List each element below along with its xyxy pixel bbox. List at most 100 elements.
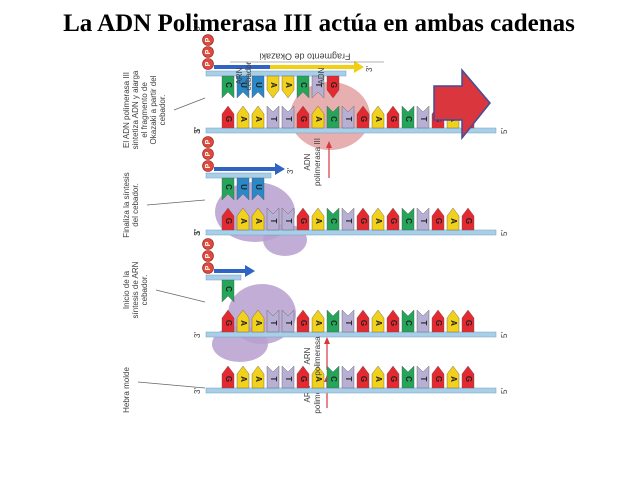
nucleotide-letter: G xyxy=(464,218,473,224)
phosphate-circle xyxy=(202,250,214,262)
nucleotide-shape xyxy=(461,365,475,389)
nucleotide-shape xyxy=(311,365,325,389)
template-nucleotide: A xyxy=(251,309,265,333)
label-pointer-line xyxy=(155,289,206,303)
new-strand-3-end: 3' xyxy=(286,168,295,174)
nucleotide-letter: C xyxy=(224,82,233,88)
nucleotide-shape xyxy=(311,105,325,129)
nucleotide-shape xyxy=(356,365,370,389)
template-nucleotide: G xyxy=(431,207,445,231)
new-strand-nucleotide: C xyxy=(221,279,235,303)
template-nucleotide: G xyxy=(356,207,370,231)
new-strand-nucleotide: U xyxy=(236,177,250,201)
side-label-line: Okazaki a partir del xyxy=(149,75,158,144)
nucleotide-letter: A xyxy=(374,218,383,224)
dna-arrow-head xyxy=(354,61,364,73)
nucleotide-shape xyxy=(296,105,310,129)
template-nucleotide: G xyxy=(221,105,235,129)
nucleotide-letter: G xyxy=(434,376,443,382)
nucleotide-shape xyxy=(431,309,445,333)
nucleotide-letter: A xyxy=(269,82,278,88)
nucleotide-letter: A xyxy=(284,82,293,88)
nucleotide-letter: T xyxy=(419,117,428,122)
nucleotide-letter: A xyxy=(374,320,383,326)
nucleotide-letter: U xyxy=(239,82,248,88)
nucleotide-letter: T xyxy=(269,377,278,382)
nucleotide-shape xyxy=(371,105,385,129)
phosphate-letter: P xyxy=(205,253,212,258)
nucleotide-shape xyxy=(266,365,280,389)
phosphate-circle xyxy=(202,136,214,148)
nucleotide-shape xyxy=(356,105,370,129)
nucleotide-letter: G xyxy=(224,376,233,382)
nucleotide-letter: A xyxy=(239,218,248,224)
nucleotide-shape xyxy=(311,75,325,99)
template-nucleotide: G xyxy=(356,365,370,389)
nucleotide-shape xyxy=(446,207,460,231)
new-strand-nucleotide: G xyxy=(326,75,340,99)
rna-arrow-head xyxy=(275,163,285,175)
template-nucleotide: A xyxy=(236,309,250,333)
nucleotide-letter: A xyxy=(449,218,458,224)
template-nucleotide: T xyxy=(281,207,295,231)
nucleotide-letter: C xyxy=(404,218,413,224)
nucleotide-shape xyxy=(251,177,265,201)
template-nucleotide: A xyxy=(251,105,265,129)
enzyme-label-line1: ARN xyxy=(303,347,312,364)
new-strand-nucleotide: U xyxy=(251,177,265,201)
nucleotide-shape xyxy=(356,207,370,231)
template-nucleotide: G xyxy=(386,105,400,129)
rna-arrow-head xyxy=(245,265,255,277)
side-label-line: del cebador. xyxy=(131,183,140,227)
dna-label: ADN xyxy=(317,67,326,84)
enzyme-label-line1: ADN xyxy=(303,153,312,170)
template-nucleotide: T xyxy=(266,207,280,231)
nucleotide-letter: A xyxy=(314,218,323,224)
nucleotide-letter: G xyxy=(224,116,233,122)
template-nucleotide: A xyxy=(236,105,250,129)
nucleotide-shape xyxy=(371,309,385,333)
phosphate-letter: P xyxy=(205,49,212,54)
nucleotide-shape xyxy=(251,207,265,231)
nucleotide-shape xyxy=(326,75,340,99)
new-strand-nucleotide: A xyxy=(266,75,280,99)
template-nucleotide: A xyxy=(371,207,385,231)
nucleotide-letter: G xyxy=(224,218,233,224)
nucleotide-letter: A xyxy=(374,116,383,122)
phosphate-circle xyxy=(202,160,214,172)
nucleotide-shape xyxy=(266,105,280,129)
template-nucleotide: G xyxy=(221,365,235,389)
nucleotide-letter: G xyxy=(299,376,308,382)
new-strand-backbone xyxy=(205,172,272,179)
nucleotide-letter: G xyxy=(464,320,473,326)
strand-end-left: 3' xyxy=(193,332,202,338)
template-nucleotide: G xyxy=(296,105,310,129)
nucleotide-letter: G xyxy=(434,218,443,224)
nucleotide-shape xyxy=(281,309,295,333)
nucleotide-shape xyxy=(386,365,400,389)
nucleotide-letter: G xyxy=(389,376,398,382)
nucleotide-letter: T xyxy=(269,321,278,326)
template-nucleotide: T xyxy=(341,207,355,231)
big-red-arrow xyxy=(433,67,491,141)
nucleotide-shape xyxy=(341,309,355,333)
nucleotide-shape xyxy=(326,105,340,129)
nucleotide-shape xyxy=(386,207,400,231)
template-nucleotide: G xyxy=(296,207,310,231)
nucleotide-letter: G xyxy=(389,116,398,122)
nucleotide-shape xyxy=(221,309,235,333)
nucleotide-letter: U xyxy=(254,82,263,88)
template-nucleotide: T xyxy=(416,207,430,231)
side-label-line: El ADN polimerasa III xyxy=(122,72,131,148)
template-nucleotide: T xyxy=(341,105,355,129)
template-nucleotide: T xyxy=(341,365,355,389)
template-nucleotide: C xyxy=(326,105,340,129)
template-nucleotide: A xyxy=(236,207,250,231)
side-label-line: Hebra molde xyxy=(122,367,131,413)
enzyme-label-line1: ARN xyxy=(303,385,312,402)
nucleotide-shape xyxy=(371,365,385,389)
nucleotide-shape xyxy=(296,207,310,231)
side-label-line: cebador. xyxy=(158,95,167,126)
nucleotide-letter: G xyxy=(329,82,338,88)
phosphate-circle xyxy=(202,58,214,70)
